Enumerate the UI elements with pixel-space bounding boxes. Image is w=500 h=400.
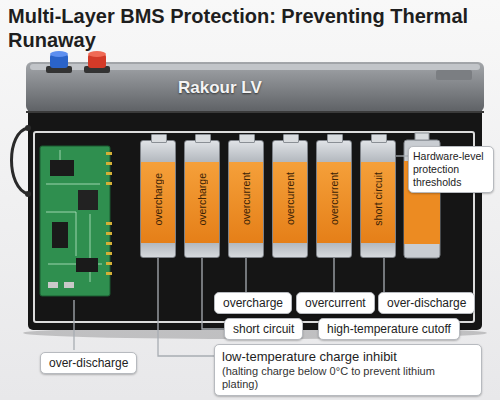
cell-label: overcurrent [284, 172, 296, 225]
cell-label: overcharge [196, 173, 208, 226]
callout-text: over-discharge [49, 356, 128, 370]
callout-box: over-discharge [40, 352, 137, 374]
bms-board [40, 146, 110, 296]
board-pins [106, 152, 112, 275]
battery-cell: overcurrent [272, 140, 308, 258]
lid-edge [26, 111, 484, 113]
chip [52, 222, 68, 248]
component [64, 282, 74, 288]
leader-line [158, 258, 214, 356]
board-traces [46, 150, 102, 282]
leader-line [333, 258, 334, 292]
leader-line [245, 258, 246, 292]
battery-lid [26, 62, 484, 112]
callout-text: over-discharge [387, 296, 466, 310]
callout-text: high-temperature cutoff [327, 322, 451, 336]
callout-text: low-temperature charge inhibit [222, 349, 474, 365]
callout-box: over-discharge [378, 292, 475, 314]
callout-text: short circuit [233, 322, 294, 336]
lid-recess [436, 70, 472, 80]
battery-cell: short circuit [360, 140, 396, 258]
handle-knot [25, 191, 31, 197]
battery-cell: overcurrent [228, 140, 264, 258]
pack-brand: Rakour LV [178, 78, 262, 98]
callout-text: overcurrent [305, 296, 366, 310]
rope-handle [12, 128, 29, 194]
cell-label: overcurrent [328, 172, 340, 225]
callout-box: low-temperature charge inhibit(halting c… [214, 344, 482, 396]
title: Multi-Layer BMS Protection: Preventing T… [8, 4, 492, 52]
leader-line [396, 155, 408, 156]
callout-box: overcharge [214, 292, 292, 314]
callout-box: high-temperature cutoff [318, 318, 460, 340]
cell-label: overcharge [152, 173, 164, 226]
cell-label: overcurrent [240, 172, 252, 225]
leader-line [73, 300, 74, 350]
chip [78, 190, 98, 210]
terminal-cap [50, 51, 68, 57]
component [48, 282, 58, 288]
callout-text: overcharge [223, 296, 283, 310]
chip [50, 160, 74, 176]
battery-pack: overcharge overcharge overcurrent overcurre… [28, 62, 482, 330]
battery-body [28, 100, 482, 330]
cell-label: short circuit [372, 172, 384, 226]
battery-cell: overcurrent [316, 140, 352, 258]
callout-box: Hardware-level protection thresholds [408, 146, 494, 193]
cell-tab [415, 133, 429, 140]
handle-knot [25, 125, 31, 131]
callout-box: overcurrent [296, 292, 375, 314]
chip [76, 258, 98, 272]
callout-text: Hardware-level protection thresholds [413, 150, 489, 189]
callout-box: short circuit [224, 318, 303, 340]
battery-cell: overcharge [184, 140, 220, 258]
callout-text: (halting charge below 0°C to prevent lit… [222, 365, 474, 391]
battery-cell: overcharge [140, 140, 176, 258]
leader-line [383, 258, 384, 292]
terminal-cap [88, 51, 106, 57]
